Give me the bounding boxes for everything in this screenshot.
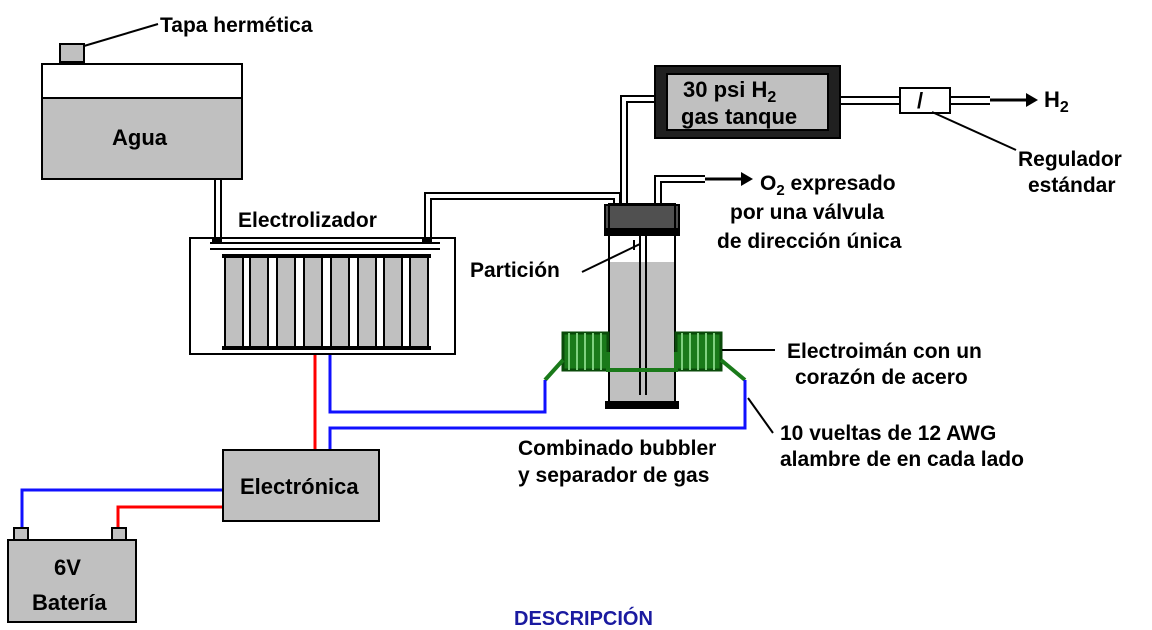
turns-label-1: 10 vueltas de 12 AWG bbox=[780, 422, 996, 445]
turns-leader-line bbox=[747, 397, 774, 434]
h2-pipe-to-tank bbox=[620, 95, 655, 205]
h2-tank-label-1: 30 psi H2 bbox=[683, 77, 776, 106]
electromagnet-label-2: corazón de acero bbox=[795, 366, 968, 389]
electronics-label: Electrónica bbox=[240, 474, 359, 499]
h2-tank-label-2: gas tanque bbox=[681, 104, 797, 129]
electronics-box: Electrónica bbox=[222, 449, 380, 522]
electromagnet-label-1: Electroimán con un bbox=[787, 340, 982, 363]
h2-tank: 30 psi H2 gas tanque bbox=[654, 65, 841, 139]
gas-pipe-to-bubbler bbox=[424, 192, 621, 240]
wiring bbox=[20, 355, 747, 530]
bubbler-label-2: y separador de gas bbox=[518, 464, 709, 487]
regulator-label-1: Regulador bbox=[1018, 148, 1122, 171]
battery-voltage-label: 6V bbox=[54, 555, 81, 580]
o2-label-1: O2 expresado bbox=[760, 172, 896, 199]
o2-output-line bbox=[654, 175, 705, 205]
water-label: Agua bbox=[112, 125, 168, 150]
regulator-valve-icon: / bbox=[917, 88, 923, 113]
electrolyzer-cells bbox=[222, 254, 431, 350]
partition-label: Partición bbox=[470, 259, 560, 282]
h2-output-label: H2 bbox=[1044, 87, 1069, 116]
bubbler-separator bbox=[604, 203, 680, 409]
electrolyzer-label: Electrolizador bbox=[238, 209, 377, 232]
bubbler-label-1: Combinado bubbler bbox=[518, 437, 716, 460]
regulator-label-2: estándar bbox=[1028, 174, 1116, 197]
hermetic-cap bbox=[59, 43, 85, 63]
h2-output-line bbox=[840, 87, 990, 114]
o2-label-3: de dirección única bbox=[717, 230, 902, 253]
battery-label: Batería bbox=[32, 590, 107, 615]
water-tank: Tapa hermética Agua bbox=[41, 14, 313, 180]
electrolyzer: Electrolizador bbox=[189, 209, 456, 355]
o2-label-2: por una válvula bbox=[730, 201, 884, 224]
cap-leader-line bbox=[83, 23, 159, 47]
h2-arrow-icon bbox=[990, 93, 1038, 107]
tank-feed-pipe bbox=[214, 179, 222, 240]
hermetic-cap-label: Tapa hermética bbox=[160, 14, 313, 37]
diagram-title: DESCRIPCIÓN bbox=[514, 606, 653, 630]
electromagnet bbox=[543, 331, 747, 382]
o2-arrow-icon bbox=[705, 172, 753, 186]
battery: 6V Batería bbox=[7, 527, 137, 623]
regulator-leader-line bbox=[931, 111, 1017, 151]
partition-leader-line bbox=[581, 243, 641, 273]
turns-label-2: alambre de en cada lado bbox=[780, 448, 1024, 471]
